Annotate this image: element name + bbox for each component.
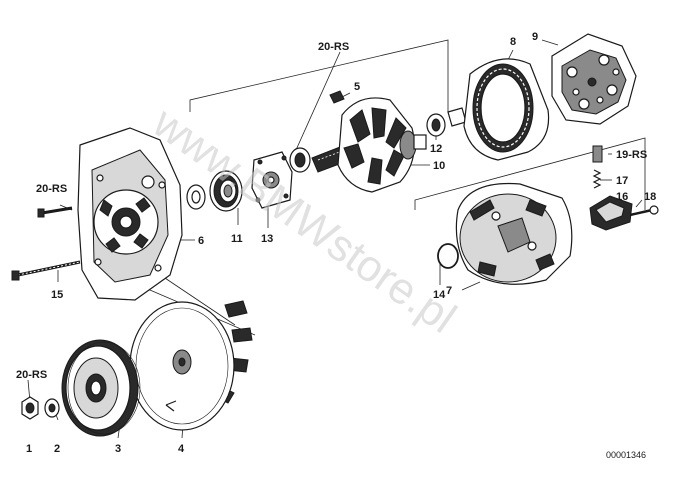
callout-10: 10 [433, 160, 445, 172]
cooling-fan [129, 300, 253, 431]
brush-screw [629, 205, 659, 217]
spacer-ring [289, 147, 311, 173]
stator [463, 58, 550, 161]
housing-screw [37, 206, 73, 218]
callout-4: 4 [178, 443, 185, 455]
callout-6: 6 [198, 235, 204, 247]
hex-nut [21, 396, 39, 420]
callout-19-rs: 19-RS [616, 149, 647, 161]
drive-end-housing [77, 127, 183, 301]
callout-9: 9 [532, 31, 538, 43]
callout-1: 1 [26, 443, 32, 455]
bearing-cover-plate [251, 151, 293, 209]
diagram-reference-number: 00001346 [606, 450, 646, 460]
callout-8: 8 [510, 36, 516, 48]
callout-20-rs-left: 20-RS [36, 183, 67, 195]
callout-14: 14 [433, 289, 446, 301]
pulley [61, 339, 141, 437]
rotor [311, 90, 427, 193]
callout-11: 11 [231, 233, 243, 245]
slip-ring-end-housing [455, 182, 573, 285]
slip-ring-bearing [426, 113, 446, 137]
callout-5: 5 [354, 81, 360, 93]
spring-washer [44, 398, 60, 418]
callout-20-rs-top: 20-RS [318, 41, 349, 53]
callout-17: 17 [616, 175, 628, 187]
callout-16: 16 [616, 191, 628, 203]
callout-15: 15 [51, 289, 63, 301]
rectifier-plate [551, 33, 637, 125]
callout-12: 12 [430, 143, 442, 155]
callout-labels: 20-RS 20-RS 20-RS 19-RS 1 2 3 4 5 6 7 8 … [16, 31, 656, 455]
through-bolt [11, 260, 81, 281]
o-ring [437, 243, 459, 269]
carbon-brush [592, 145, 603, 163]
ball-bearing-drive-end [209, 170, 243, 212]
callout-18: 18 [644, 191, 656, 203]
callout-2: 2 [54, 443, 60, 455]
brush-holder [589, 195, 633, 231]
washer [186, 184, 206, 210]
brush-spring [592, 169, 602, 189]
o-ring-small [447, 107, 467, 127]
callout-13: 13 [261, 233, 273, 245]
callout-3: 3 [115, 443, 121, 455]
callout-7: 7 [446, 285, 452, 297]
callout-20-rs-pulley: 20-RS [16, 369, 47, 381]
